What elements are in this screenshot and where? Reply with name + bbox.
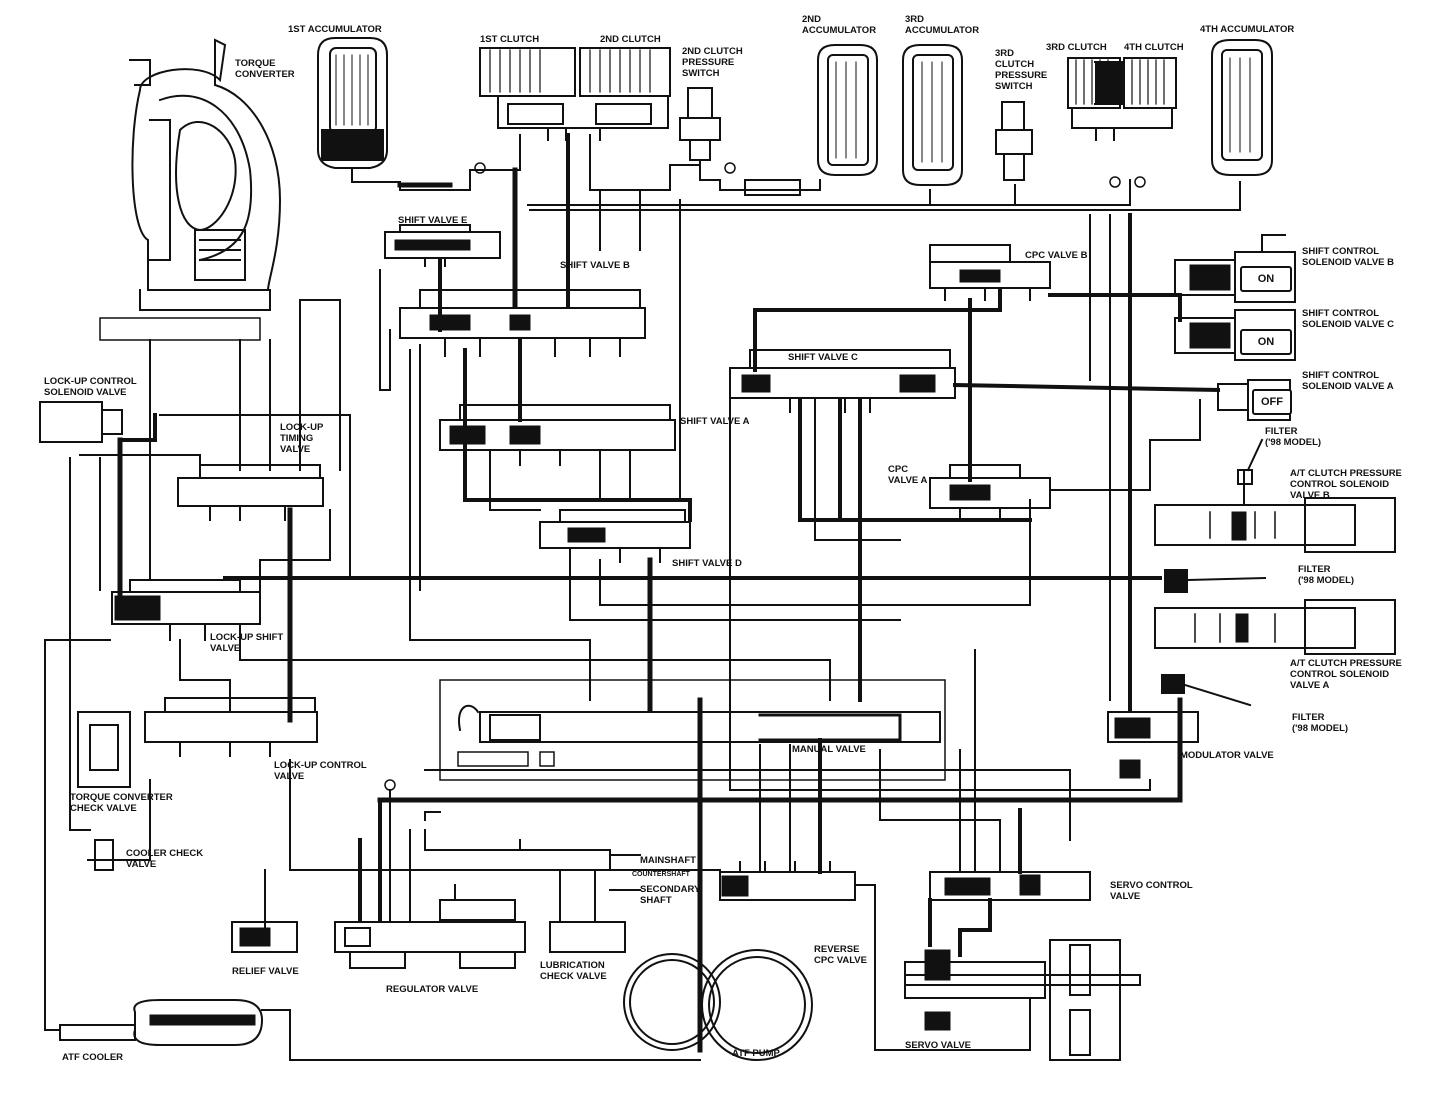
label-lockup-solenoid: LOCK-UP CONTROL SOLENOID VALVE <box>44 376 137 398</box>
third-clutch-pressure-switch <box>995 101 1033 181</box>
label-solenoid-b: SHIFT CONTROL SOLENOID VALVE B <box>1302 246 1395 268</box>
label-cooler-check-valve: COOLER CHECK VALVE <box>126 848 204 870</box>
cpc-valve-b <box>929 244 1051 301</box>
label-first-accumulator: 1ST ACCUMULATOR <box>288 24 382 35</box>
clutch-1-2-assembly <box>479 47 671 141</box>
cpc-valve-a <box>929 464 1051 521</box>
top-fluid-lines <box>351 133 1241 501</box>
label-modulator-valve: MODULATOR VALVE <box>1180 750 1274 761</box>
shift-solenoid-b <box>1174 234 1296 303</box>
at-clutch-pcs-b <box>1154 469 1396 553</box>
label-solenoid-a: SHIFT CONTROL SOLENOID VALVE A <box>1302 370 1394 392</box>
at-clutch-pcs-a <box>1154 599 1396 655</box>
label-atf-pump: ATF PUMP <box>732 1048 780 1059</box>
label-shift-valve-d: SHIFT VALVE D <box>672 558 742 569</box>
hydraulic-passages <box>44 213 1221 1061</box>
label-cpc-valve-b: CPC VALVE B <box>1025 250 1088 261</box>
lubrication-check-valve <box>549 921 626 953</box>
label-at-clutch-pcs-a: A/T CLUTCH PRESSURE CONTROL SOLENOID VAL… <box>1290 658 1402 691</box>
label-shift-valve-c: SHIFT VALVE C <box>788 352 858 363</box>
label-fourth-accumulator: 4TH ACCUMULATOR <box>1200 24 1295 35</box>
second-clutch-pressure-switch <box>679 87 721 171</box>
shift-valve-a <box>439 404 676 466</box>
label-atf-cooler: ATF COOLER <box>62 1052 124 1063</box>
second-accumulator <box>817 44 878 176</box>
lockup-shift-valve <box>111 579 261 641</box>
label-filter-1: FILTER ('98 model) <box>1265 426 1322 448</box>
solenoid-a-state-badge: OFF <box>1252 389 1292 415</box>
torque-converter-check-valve <box>77 711 131 788</box>
label-lubrication-check-valve: LUBRICATION CHECK VALVE <box>540 960 607 982</box>
atf-pump <box>623 949 813 1061</box>
filters <box>1161 438 1267 707</box>
label-solenoid-c: SHIFT CONTROL SOLENOID VALVE C <box>1302 308 1395 330</box>
shift-valve-d <box>539 509 691 563</box>
label-countershaft: COUNTERSHAFT <box>632 871 690 878</box>
servo-valve <box>904 939 1141 1061</box>
shift-valve-c <box>729 349 956 413</box>
label-secondary-shaft: SECONDARY SHAFT <box>640 884 701 906</box>
third-accumulator <box>902 44 963 186</box>
label-regulator-valve: REGULATOR VALVE <box>386 984 479 995</box>
solenoid-b-state-badge: ON <box>1240 266 1292 292</box>
regulator-valve <box>334 811 526 969</box>
manual-valve <box>439 679 946 781</box>
pressure-gauges <box>384 162 1146 791</box>
solenoid-c-state-badge: ON <box>1240 329 1292 355</box>
label-filter-3: FILTER ('98 model) <box>1292 712 1349 734</box>
label-second-clutch: 2ND CLUTCH <box>600 34 661 45</box>
label-filter-2: FILTER ('98 model) <box>1298 564 1355 586</box>
label-servo-control-valve: SERVO CONTROL VALVE <box>1110 880 1193 902</box>
atf-cooler <box>59 999 264 1046</box>
shift-solenoid-c <box>1174 309 1296 361</box>
label-lockup-timing-valve: LOCK-UP TIMING VALVE <box>280 422 324 455</box>
label-servo-valve: SERVO VALVE <box>905 1040 971 1051</box>
label-lockup-shift-valve: LOCK-UP SHIFT VALVE <box>210 632 284 654</box>
lockup-timing-valve <box>177 464 324 521</box>
clutch-3-4-assembly <box>1067 57 1177 141</box>
label-reverse-cpc-valve: REVERSE CPC VALVE <box>814 944 867 966</box>
label-shift-valve-b: SHIFT VALVE B <box>560 260 630 271</box>
label-at-clutch-pcs-b: A/T CLUTCH PRESSURE CONTROL SOLENOID VAL… <box>1290 468 1402 501</box>
label-shift-valve-a: SHIFT VALVE A <box>680 416 750 427</box>
lockup-control-solenoid <box>39 401 123 443</box>
label-third-clutch: 3RD CLUTCH <box>1046 42 1107 53</box>
modulator-valve <box>1107 711 1199 779</box>
fourth-accumulator <box>1211 39 1273 176</box>
first-accumulator <box>317 37 388 179</box>
label-cpc-valve-a: CPC VALVE A <box>888 464 928 486</box>
label-shift-valve-e: SHIFT VALVE E <box>398 215 468 226</box>
reverse-cpc-valve <box>719 861 856 901</box>
label-torque-converter: TORQUE CONVERTER <box>235 58 295 80</box>
label-first-clutch: 1ST CLUTCH <box>480 34 540 45</box>
label-lockup-control-valve: LOCK-UP CONTROL VALVE <box>274 760 367 782</box>
label-fourth-clutch: 4TH CLUTCH <box>1124 42 1184 53</box>
label-third-accumulator: 3RD ACCUMULATOR <box>905 14 980 36</box>
cooler-check-valve <box>87 839 121 871</box>
label-third-clutch-switch: 3RD CLUTCH PRESSURE SWITCH <box>995 48 1048 92</box>
torque-converter <box>99 38 282 341</box>
servo-control-valve <box>929 871 1091 901</box>
label-mainshaft: MAINSHAFT <box>640 855 696 866</box>
label-relief-valve: RELIEF VALVE <box>232 966 299 977</box>
label-manual-valve: MANUAL VALVE <box>792 744 866 755</box>
shift-valve-b <box>399 289 646 357</box>
label-tc-check-valve: TORQUE CONVERTER CHECK VALVE <box>70 792 173 814</box>
label-second-accumulator: 2ND ACCUMULATOR <box>802 14 877 36</box>
shift-valve-e <box>384 224 501 267</box>
label-second-clutch-switch: 2ND CLUTCH PRESSURE SWITCH <box>682 46 743 79</box>
